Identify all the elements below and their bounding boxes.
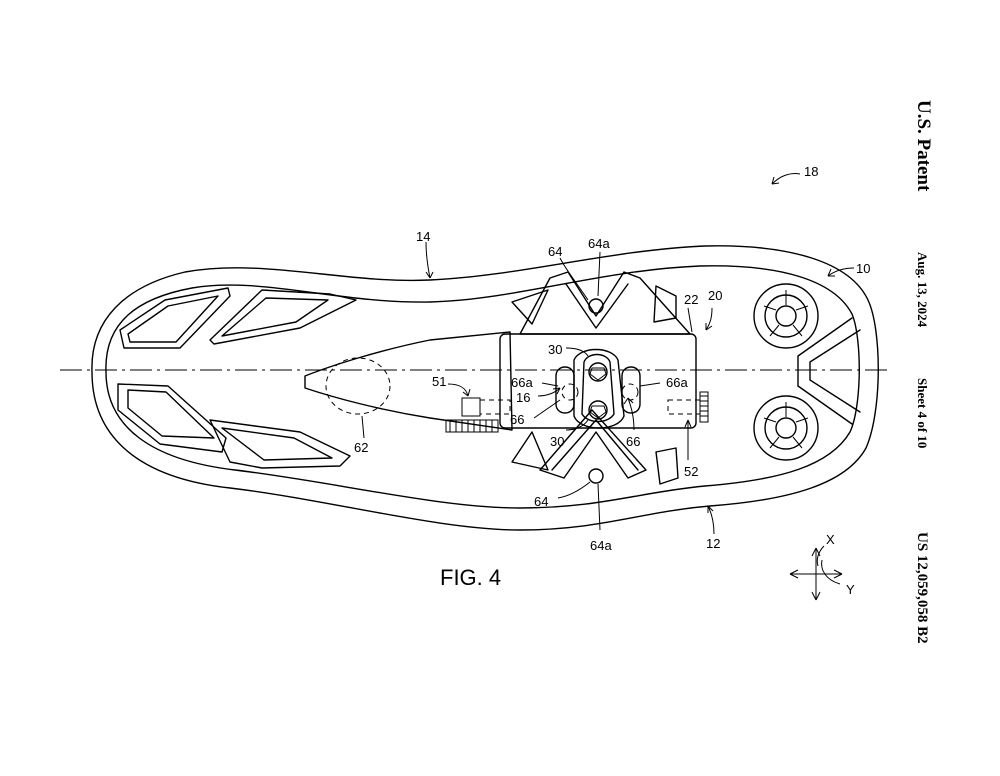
ref-66a-left: 66a [511, 375, 533, 390]
ref-14: 14 [416, 229, 430, 244]
cleat-body [573, 348, 625, 429]
region-62 [325, 357, 391, 415]
ref-64-bottom: 64 [534, 494, 548, 509]
ref-64a-top: 64a [588, 236, 610, 251]
lug [655, 447, 679, 485]
header-sheet: Sheet 4 of 10 [915, 378, 930, 448]
leader-lines [361, 173, 855, 535]
heel-notch [797, 317, 853, 425]
ref-64-top: 64 [548, 244, 562, 259]
midfoot-channel [304, 331, 513, 431]
ref-10: 10 [856, 261, 870, 276]
ref-18: 18 [804, 164, 818, 179]
ref-66-left: 66 [510, 412, 524, 427]
ref-66a-right: 66a [666, 375, 688, 390]
header-date: Aug. 13, 2024 [915, 252, 930, 328]
ref-20: 20 [708, 288, 722, 303]
lug [511, 431, 549, 471]
figure-caption: FIG. 4 [440, 565, 501, 590]
toe-vents [117, 287, 357, 469]
header-patent-number: US 12,059,058 B2 [914, 532, 930, 644]
cleat-plate [499, 333, 697, 429]
ref-12: 12 [706, 536, 720, 551]
patent-header: U.S. Patent Aug. 13, 2024 Sheet 4 of 10 … [913, 100, 934, 644]
shoe-sole [91, 245, 879, 531]
axis-x-label: X [826, 532, 835, 547]
ref-30-bottom: 30 [550, 434, 564, 449]
bolt-upper [588, 362, 608, 382]
ref-64a-bottom: 64a [590, 538, 612, 553]
hole-64-top [588, 298, 604, 314]
axis-y-label: Y [846, 582, 855, 597]
sole-outer-outline [91, 245, 879, 531]
ref-52: 52 [684, 464, 698, 479]
sole-inner-outline [105, 265, 860, 509]
ref-30-top: 30 [548, 342, 562, 357]
bolt-lower [588, 400, 608, 420]
lug [511, 289, 549, 325]
ref-66-right: 66 [626, 434, 640, 449]
ref-22: 22 [684, 292, 698, 307]
lug [653, 285, 677, 323]
ref-16: 16 [516, 390, 530, 405]
ref-62: 62 [354, 440, 368, 455]
reference-numerals: 18 10 14 20 22 64 64a 30 66a 16 66 30 66… [354, 164, 870, 553]
header-publisher: U.S. Patent [913, 100, 934, 192]
ref-51: 51 [432, 374, 446, 389]
hole-64-bottom [588, 468, 604, 484]
adjuster-51 [445, 397, 511, 433]
direction-indicator: X Y [789, 532, 855, 601]
heel-cleats [753, 283, 819, 461]
adjuster-52 [667, 391, 709, 423]
